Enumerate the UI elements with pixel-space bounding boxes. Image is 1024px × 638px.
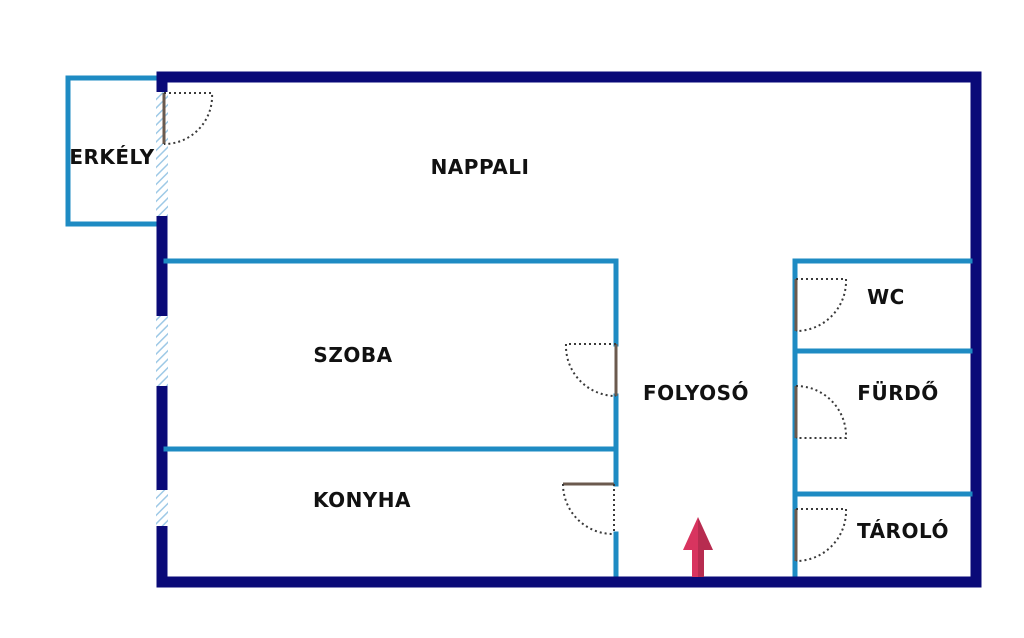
window-konyha <box>156 490 168 526</box>
room-label-wc: WC <box>867 285 905 309</box>
room-label-folyoso: FOLYOSÓ <box>643 381 749 405</box>
door-erkely <box>162 92 214 146</box>
room-label-szoba: SZOBA <box>313 343 392 367</box>
window-szoba <box>156 316 168 386</box>
doors <box>162 92 848 562</box>
inner-walls <box>163 258 973 577</box>
room-label-nappali: NAPPALI <box>431 155 530 179</box>
room-label-erkely: ERKÉLY <box>69 145 154 169</box>
room-label-tarolo: TÁROLÓ <box>857 519 949 543</box>
door-furdo <box>794 385 848 439</box>
outer-wall <box>156 71 982 588</box>
room-label-konyha: KONYHA <box>313 488 411 512</box>
door-konyha <box>562 482 615 536</box>
door-szoba <box>564 343 618 397</box>
entrance-arrow-icon <box>683 517 713 577</box>
door-wc <box>794 278 848 332</box>
window-erkely <box>156 92 168 216</box>
door-tarolo <box>794 508 848 562</box>
room-label-furdo: FÜRDŐ <box>857 381 938 405</box>
